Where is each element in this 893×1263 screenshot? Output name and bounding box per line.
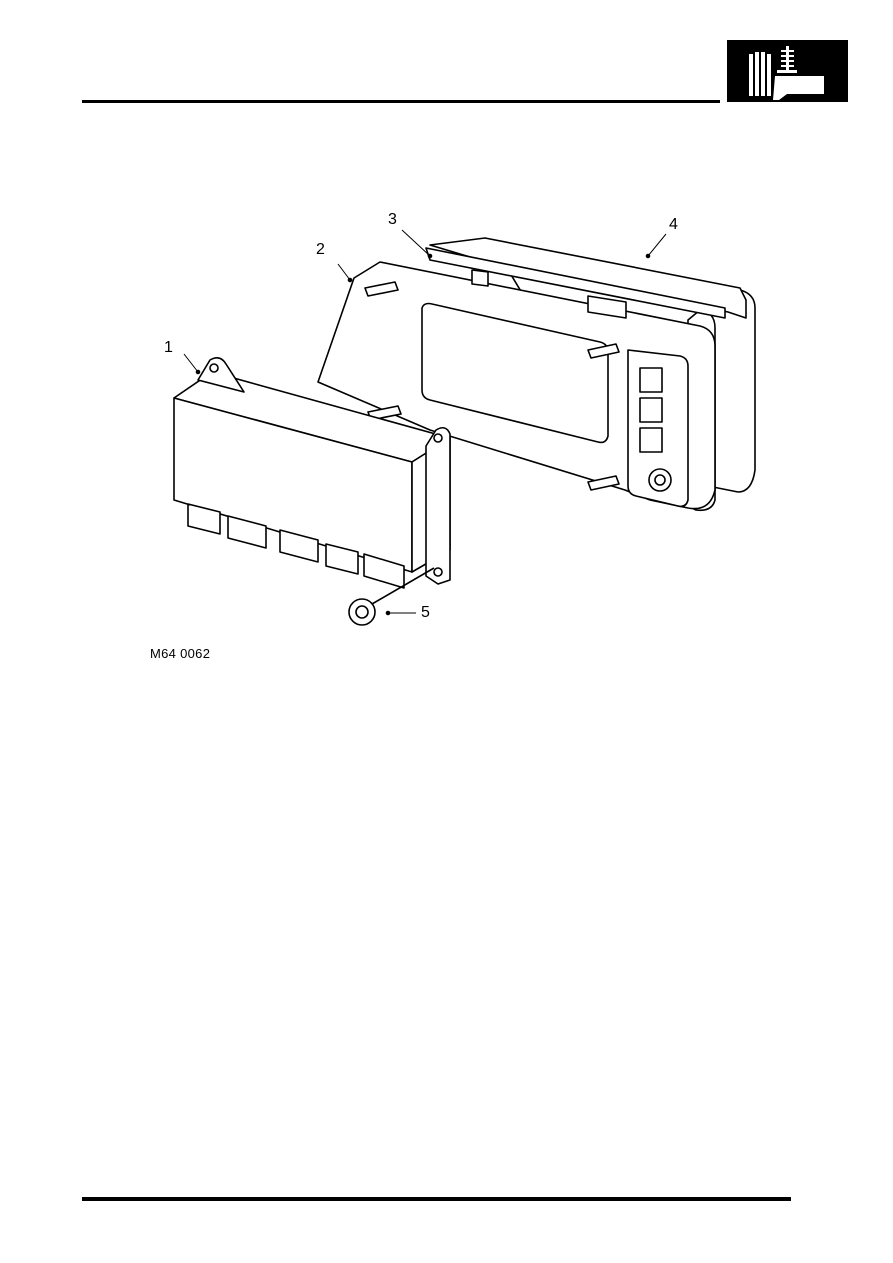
ecu-exploded-diagram	[173, 229, 756, 626]
leader-2	[337, 263, 351, 281]
leader-4	[647, 233, 667, 257]
connector-slot	[639, 427, 663, 453]
ecu-connector	[227, 515, 267, 549]
stud	[587, 343, 620, 359]
callout-1: 1	[164, 339, 173, 356]
callout-4: 4	[669, 216, 678, 233]
stud	[364, 281, 399, 297]
header-rule	[82, 100, 720, 103]
stud	[587, 475, 620, 491]
footer-rule	[82, 1197, 791, 1201]
top-clip	[587, 295, 627, 319]
callout-3: 3	[388, 211, 397, 228]
bracket-window	[421, 302, 609, 444]
figure-reference: M64 0062	[150, 646, 211, 661]
leader-1	[183, 353, 199, 373]
ecu-connector	[363, 553, 405, 589]
connector-slot	[639, 397, 663, 423]
suspension-section-icon	[727, 40, 848, 102]
connector-slot	[639, 367, 663, 393]
ecu-connector	[187, 503, 221, 535]
callout-2: 2	[316, 241, 325, 258]
ecu-connector	[325, 543, 359, 575]
ecu-ear-right	[425, 426, 451, 585]
ecu-ear-top	[197, 356, 245, 393]
leader-3	[401, 229, 431, 257]
ecu-connector	[279, 529, 319, 563]
top-clip-2	[471, 269, 489, 287]
callout-5: 5	[421, 604, 430, 621]
